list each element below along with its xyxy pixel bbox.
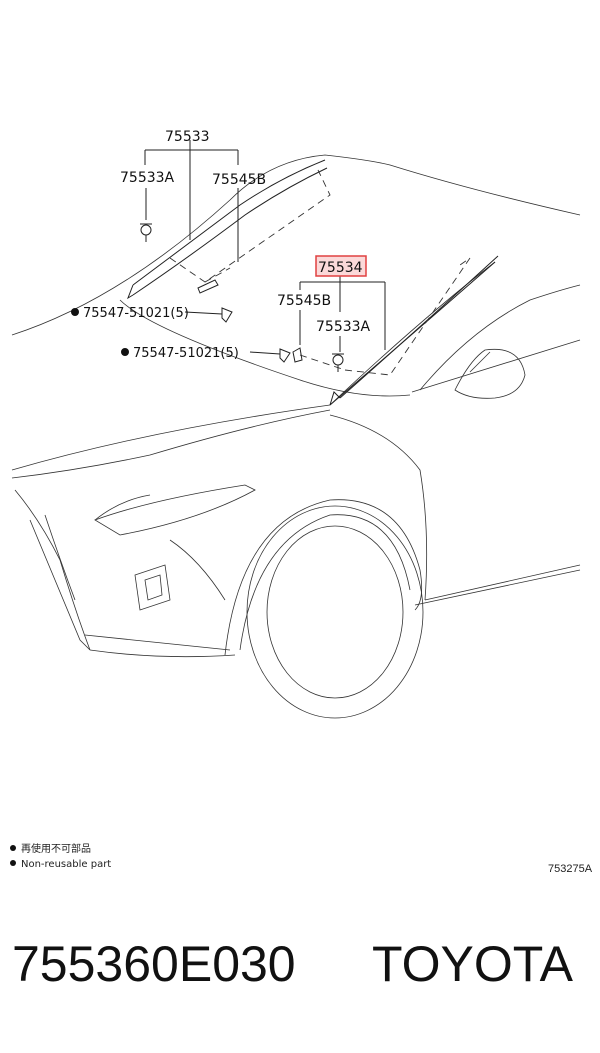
legend-line-jp: 再使用不可部品 [21,842,91,855]
legend-line-en: Non-reusable part [21,859,111,870]
bolt-icon [221,307,233,323]
highlight-box [315,255,367,277]
label-75533a-right[interactable]: 75533A [316,319,371,335]
non-reusable-dot-icon [71,308,79,316]
figure-number: 753275A [548,863,593,875]
label-75534[interactable]: 75534 [318,260,363,276]
label-75545b-left[interactable]: 75545B [212,172,266,188]
label-75547-b[interactable]: 75547-51021(5) [133,346,239,361]
brand-name: TOYOTA [372,936,573,992]
clip-icon-right [332,354,344,366]
label-75533a-left[interactable]: 75533A [120,170,175,186]
legend-dot-icon [10,845,16,851]
label-75547-a[interactable]: 75547-51021(5) [83,306,189,321]
right-molding-group [249,255,499,406]
clip-icon [140,224,152,236]
bolt-icon-right [279,348,291,363]
left-molding-group [127,140,331,323]
part-number: 755360E030 [12,936,296,992]
legend-dot-icon-2 [10,860,16,866]
car-outline [11,154,581,719]
label-75533[interactable]: 75533 [165,129,210,145]
parts-diagram: 75533 75533A 75545B 75534 75545B 75533A … [10,129,593,875]
label-75545b-right[interactable]: 75545B [277,293,331,309]
caption-bar: 755360E030 TOYOTA [0,935,600,1015]
non-reusable-dot-icon-2 [121,348,129,356]
